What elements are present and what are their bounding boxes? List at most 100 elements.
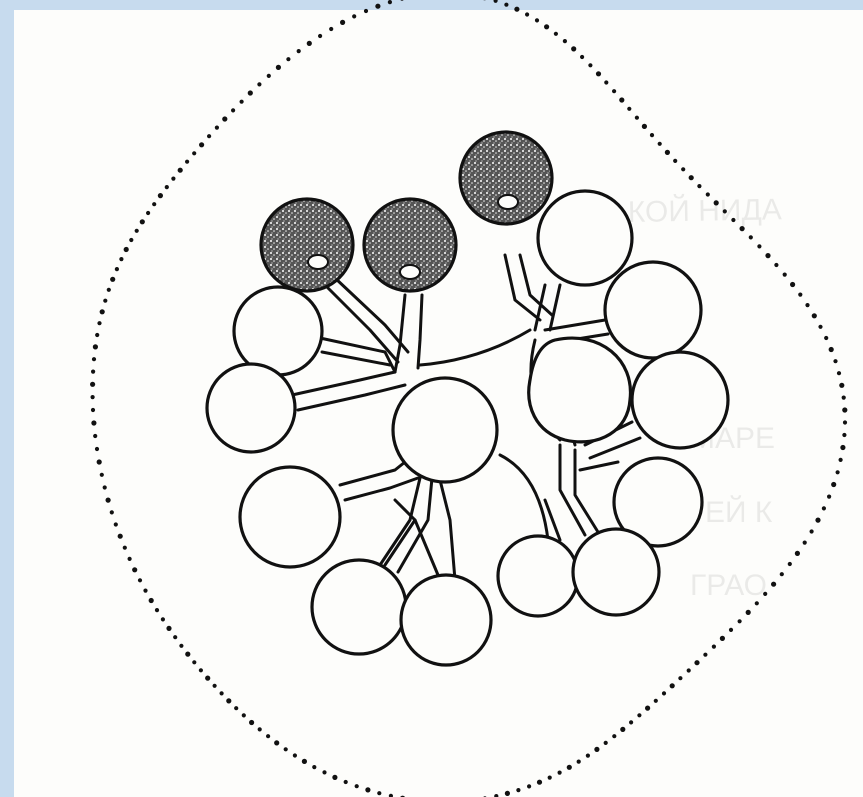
boundary-dot [118, 534, 123, 539]
stalk [315, 275, 398, 362]
boundary-dot [95, 447, 99, 451]
boundary-dot [642, 124, 647, 129]
empty-cell [498, 536, 578, 616]
boundary-dot [548, 776, 552, 780]
boundary-dot [755, 601, 759, 605]
boundary-dot [129, 238, 133, 242]
boundary-dot [694, 660, 699, 665]
boundary-dot [803, 541, 807, 545]
boundary-dot [723, 209, 727, 213]
boundary-dot [124, 247, 129, 252]
boundary-dot [207, 134, 211, 138]
boundary-dot [178, 168, 183, 173]
stalk [440, 480, 455, 580]
boundary-dot [332, 775, 337, 780]
boundary-dot [286, 57, 290, 61]
boundary-dot [242, 713, 246, 717]
boundary-dot [567, 765, 572, 770]
boundary-dot [525, 12, 529, 16]
stalk [398, 478, 432, 572]
boundary-dot [535, 18, 539, 22]
boundary-dot [149, 598, 154, 603]
boundary-dot [824, 336, 828, 340]
boundary-dot [818, 325, 822, 329]
boundary-dot [544, 24, 549, 29]
boundary-dot [185, 652, 190, 657]
boundary-dot [516, 788, 520, 792]
boundary-dot [110, 510, 114, 514]
boundary-dot [161, 617, 165, 621]
boundary-dot [166, 626, 171, 631]
boundary-dot [92, 357, 96, 361]
boundary-dot [312, 765, 316, 769]
boundary-dot [258, 727, 262, 731]
boundary-dot [654, 699, 658, 703]
boundary-dot [827, 495, 831, 499]
boundary-dot [842, 433, 846, 437]
boundary-dot [790, 282, 795, 287]
boundary-dot [119, 257, 123, 261]
boundary-dot [93, 434, 97, 438]
stalk [550, 285, 560, 330]
boundary-dot [274, 740, 279, 745]
boundary-dot [114, 522, 118, 526]
boundary-dot [697, 184, 701, 188]
boundary-dot [307, 41, 312, 46]
boundary-dot [213, 684, 217, 688]
empty-cell [529, 338, 631, 442]
stalk [322, 352, 390, 365]
empty-cell [207, 364, 295, 452]
boundary-dot [840, 445, 845, 450]
boundary-dot [91, 370, 95, 374]
boundary-dot [231, 108, 235, 112]
boundary-dot [143, 589, 147, 593]
boundary-dot [795, 551, 800, 556]
boundary-dot [665, 150, 670, 155]
boundary-dot [729, 628, 733, 632]
boundary-dot [128, 557, 132, 561]
cell-nucleus [498, 195, 518, 209]
boundary-dot [91, 395, 95, 399]
boundary-dot [771, 582, 776, 587]
boundary-dot [365, 787, 370, 792]
boundary-dot [199, 668, 203, 672]
boundary-dot [783, 273, 787, 277]
boundary-dot [650, 133, 654, 137]
stalk [500, 455, 548, 540]
stalk [575, 450, 598, 532]
boundary-dot [205, 676, 210, 681]
stalk [580, 462, 618, 470]
empty-cell [605, 262, 701, 358]
boundary-dot [158, 193, 163, 198]
boundary-dot [249, 720, 254, 725]
boundary-dot [340, 20, 345, 25]
boundary-dot [757, 244, 761, 248]
boundary-dot [637, 713, 641, 717]
empty-cell [632, 352, 728, 448]
boundary-dot [658, 142, 662, 146]
boundary-dot [740, 226, 745, 231]
boundary-dot [329, 27, 333, 31]
boundary-dot [765, 253, 770, 258]
boundary-dot [580, 55, 584, 59]
boundary-dot [185, 160, 189, 164]
boundary-dot [226, 698, 231, 703]
boundary-dot [494, 0, 498, 3]
boundary-dot [132, 567, 137, 572]
boundary-dot [115, 267, 119, 271]
boundary-dot [689, 175, 694, 180]
stalk [340, 462, 405, 485]
boundary-dot [192, 660, 196, 664]
dark-cell [364, 199, 456, 291]
boundary-dot [670, 683, 675, 688]
boundary-dot [678, 676, 682, 680]
bleed-text-4: ГРАО [690, 569, 767, 602]
boundary-dot [302, 759, 307, 764]
boundary-dot [377, 791, 381, 795]
empty-cell [538, 191, 632, 285]
boundary-dot [220, 691, 224, 695]
boundary-dot [731, 218, 735, 222]
boundary-dot [504, 3, 508, 7]
boundary-dot [837, 371, 841, 375]
